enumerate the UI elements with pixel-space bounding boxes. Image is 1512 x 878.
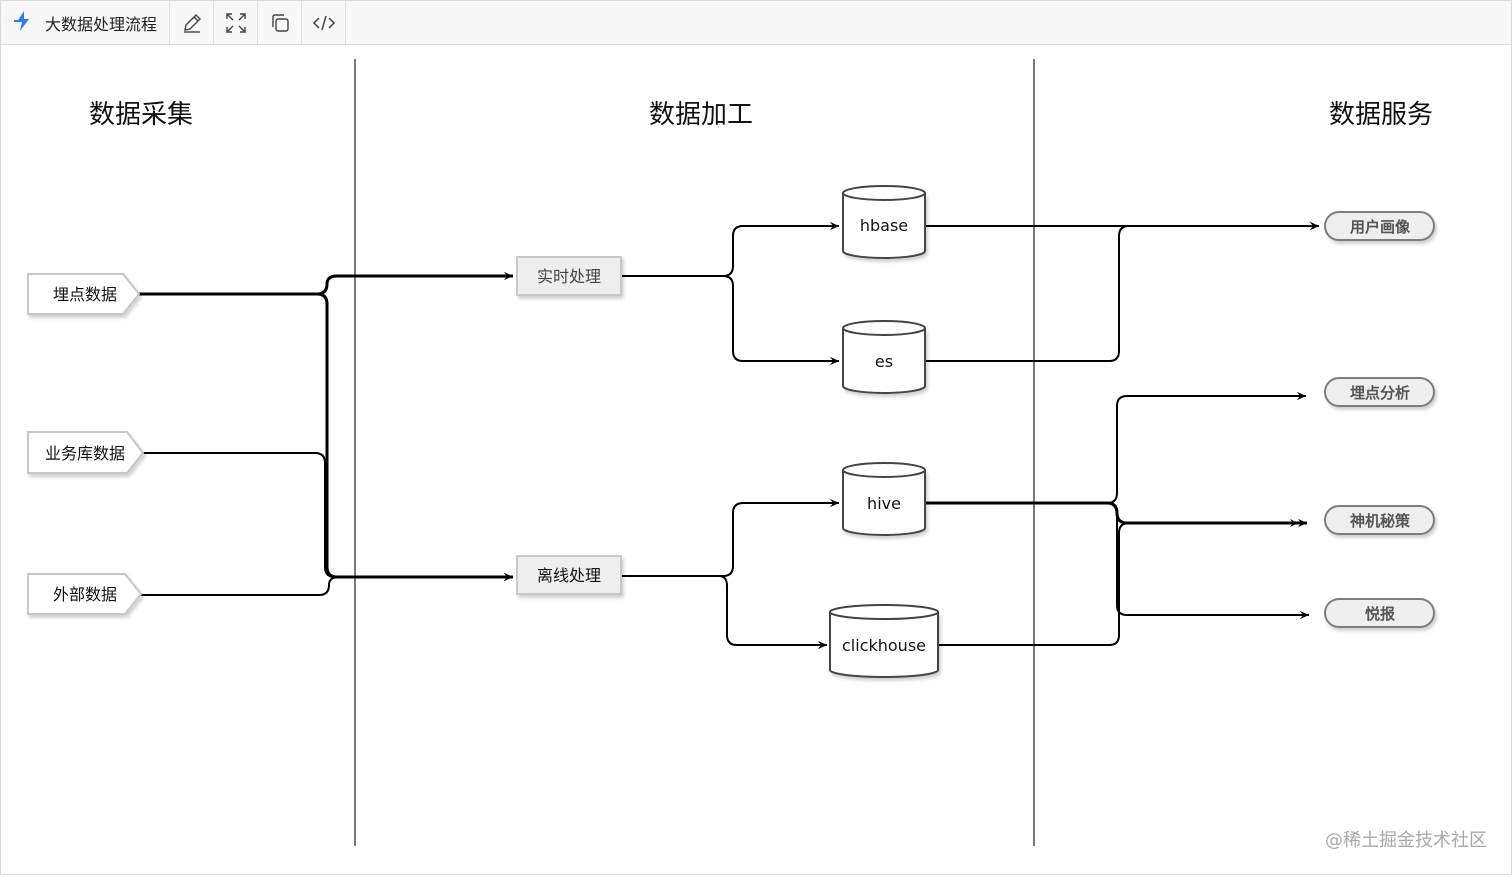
node-hive[interactable]: hive <box>842 462 926 536</box>
diagram-title: 大数据处理流程 <box>45 14 158 34</box>
node-offline-processing-label: 离线处理 <box>537 566 601 585</box>
node-hbase-label: hbase <box>860 216 908 235</box>
drawio-logo-icon <box>11 9 35 37</box>
fullscreen-button[interactable] <box>214 1 259 44</box>
node-tracking-analysis[interactable]: 埋点分析 <box>1324 377 1435 407</box>
diagram-svg: 数据采集 数据加工 数据服务 <box>27 59 1435 846</box>
node-business-db-data[interactable]: 业务库数据 <box>27 431 145 474</box>
toolbar-title-group: 大数据处理流程 <box>1 1 171 44</box>
processing-connectors <box>621 221 839 650</box>
node-realtime-processing-label: 实时处理 <box>537 267 601 286</box>
node-yuebao-label: 悦报 <box>1365 605 1395 623</box>
node-clickhouse-label: clickhouse <box>842 636 926 655</box>
node-business-db-data-label: 业务库数据 <box>45 444 125 463</box>
edge-tracking-offline <box>316 292 513 582</box>
copy-icon <box>269 12 291 34</box>
fullscreen-icon <box>224 11 248 35</box>
node-yuebao[interactable]: 悦报 <box>1324 598 1435 628</box>
embed-code-button[interactable] <box>302 1 347 44</box>
edge-hive-yuebao <box>1106 502 1309 620</box>
node-tracking-analysis-label: 埋点分析 <box>1350 384 1410 402</box>
copy-button[interactable] <box>258 1 303 44</box>
service-connectors <box>925 221 1319 646</box>
node-tracking-data-label: 埋点数据 <box>53 285 117 304</box>
code-icon <box>312 13 336 33</box>
node-hive-label: hive <box>867 494 901 513</box>
edit-button[interactable] <box>170 1 215 44</box>
edge-offline-hive <box>621 498 839 577</box>
node-external-data[interactable]: 外部数据 <box>27 573 143 615</box>
edge-clickhouse-shenji <box>939 522 1307 646</box>
edge-realtime-es <box>722 275 839 366</box>
section-title-collect: 数据采集 <box>89 100 193 130</box>
node-es[interactable]: es <box>842 320 926 394</box>
node-tracking-data[interactable]: 埋点数据 <box>27 273 141 315</box>
edge-hive-tracking <box>925 391 1306 504</box>
node-clickhouse[interactable]: clickhouse <box>829 604 939 678</box>
diagram-canvas: 数据采集 数据加工 数据服务 <box>1 45 1511 874</box>
edit-pencil-icon <box>181 12 203 34</box>
edge-external-offline <box>141 572 513 596</box>
edge-tracking-realtime <box>139 271 513 296</box>
edge-es-userprofile <box>925 221 1319 362</box>
edge-realtime-hbase <box>621 221 839 277</box>
source-connectors <box>139 271 513 596</box>
node-es-label: es <box>875 352 893 371</box>
node-user-profile-label: 用户画像 <box>1350 218 1411 236</box>
section-title-service: 数据服务 <box>1329 100 1433 130</box>
section-title-process: 数据加工 <box>649 100 753 130</box>
node-shenji-label: 神机秘策 <box>1350 512 1411 530</box>
viewer-toolbar: 大数据处理流程 <box>1 1 1511 45</box>
node-external-data-label: 外部数据 <box>53 585 117 604</box>
edge-business-offline <box>143 452 513 582</box>
node-offline-processing[interactable]: 离线处理 <box>516 555 622 595</box>
watermark: @稀土掘金技术社区 <box>1325 830 1487 851</box>
node-user-profile[interactable]: 用户画像 <box>1324 211 1435 241</box>
node-realtime-processing[interactable]: 实时处理 <box>516 256 622 296</box>
edge-offline-clickhouse <box>718 575 827 650</box>
node-hbase[interactable]: hbase <box>842 185 926 259</box>
node-shenji[interactable]: 神机秘策 <box>1324 505 1435 535</box>
